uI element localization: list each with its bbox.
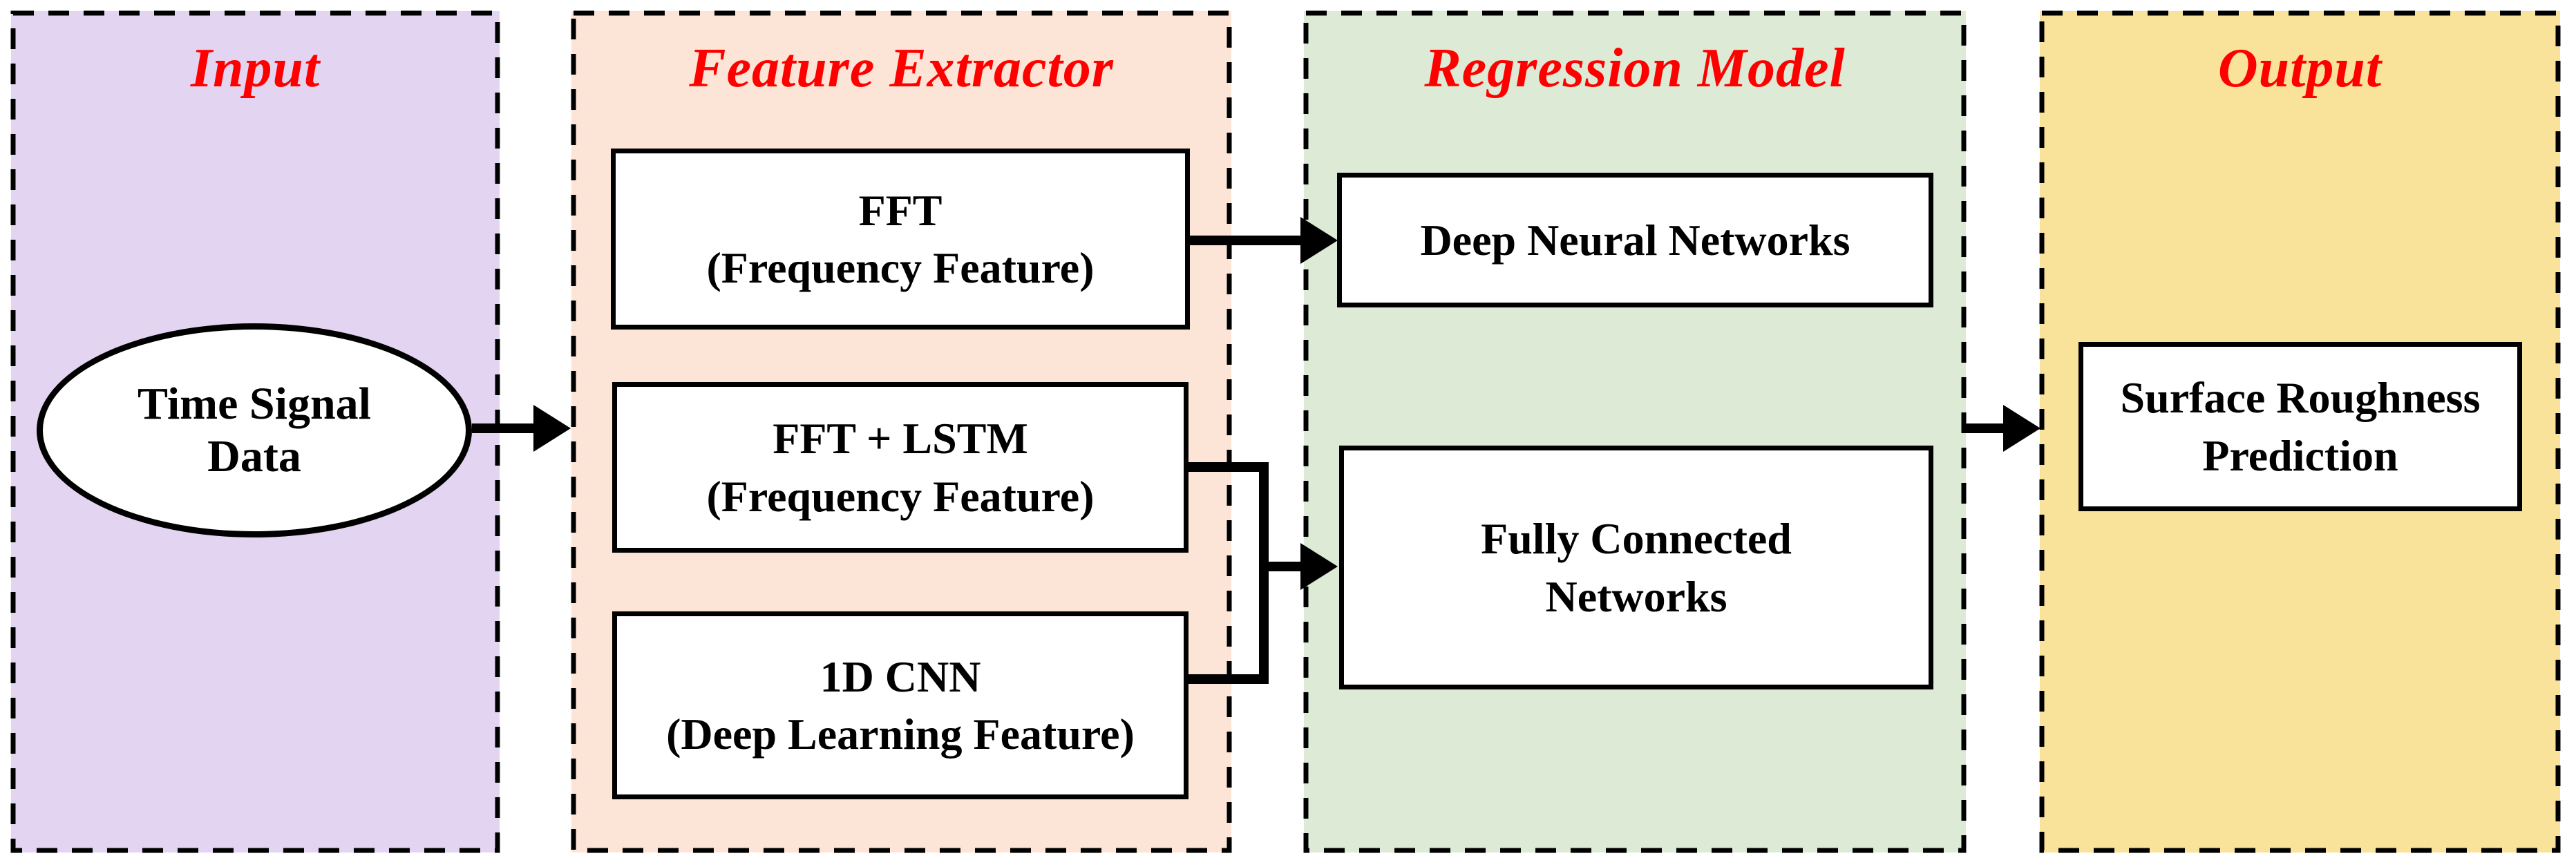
- panel-output-border: [2039, 10, 2561, 853]
- panel-feature-extractor-border: [571, 10, 1232, 853]
- box-surface-roughness-prediction-line1: Surface Roughness: [2120, 373, 2481, 423]
- panel-title-input: Input: [190, 38, 321, 99]
- box-deep-neural-networks-line1: Deep Neural Networks: [1420, 215, 1850, 265]
- box-fft-lstm-line2: (Frequency Feature): [706, 471, 1095, 521]
- box-fully-connected-networks-line2: Networks: [1545, 571, 1727, 621]
- box-surface-roughness-prediction: Surface Roughness Prediction: [2078, 342, 2522, 511]
- panel-input-border: [10, 10, 500, 853]
- box-1d-cnn-line2: (Deep Learning Feature): [666, 709, 1135, 759]
- box-1d-cnn-line1: 1D CNN: [820, 651, 981, 701]
- arrow-fft-to-dnn-icon: [1190, 217, 1338, 264]
- node-time-signal-data-line1: Time Signal: [137, 379, 372, 430]
- box-fft-line2: (Frequency Feature): [706, 243, 1095, 292]
- panel-regression-model-border: [1303, 10, 1967, 853]
- panel-title-regression-model: Regression Model: [1424, 38, 1846, 99]
- box-fft-lstm-line1: FFT + LSTM: [773, 414, 1028, 464]
- panel-regression-model: [1304, 11, 1966, 852]
- box-surface-roughness-prediction-line2: Prediction: [2202, 430, 2398, 480]
- panel-title-feature-extractor: Feature Extractor: [689, 38, 1114, 99]
- box-fully-connected-networks: Fully Connected Networks: [1339, 446, 1933, 689]
- connector-lstm-cnn-to-fcn-icon: [1188, 462, 1338, 684]
- box-fft-lstm: FFT + LSTM (Frequency Feature): [612, 382, 1188, 553]
- node-time-signal-data-line2: Data: [207, 431, 301, 482]
- arrow-regression-to-output-icon: [1966, 405, 2040, 452]
- box-1d-cnn: 1D CNN (Deep Learning Feature): [612, 611, 1188, 799]
- node-time-signal-data: Time Signal Data: [37, 323, 472, 537]
- panel-title-output: Output: [2217, 38, 2383, 99]
- arrow-input-to-extractor-icon: [472, 405, 571, 452]
- box-deep-neural-networks: Deep Neural Networks: [1337, 173, 1933, 307]
- box-fft-line1: FFT: [858, 185, 943, 235]
- box-fft: FFT (Frequency Feature): [611, 149, 1190, 330]
- box-fully-connected-networks-line1: Fully Connected: [1481, 514, 1792, 564]
